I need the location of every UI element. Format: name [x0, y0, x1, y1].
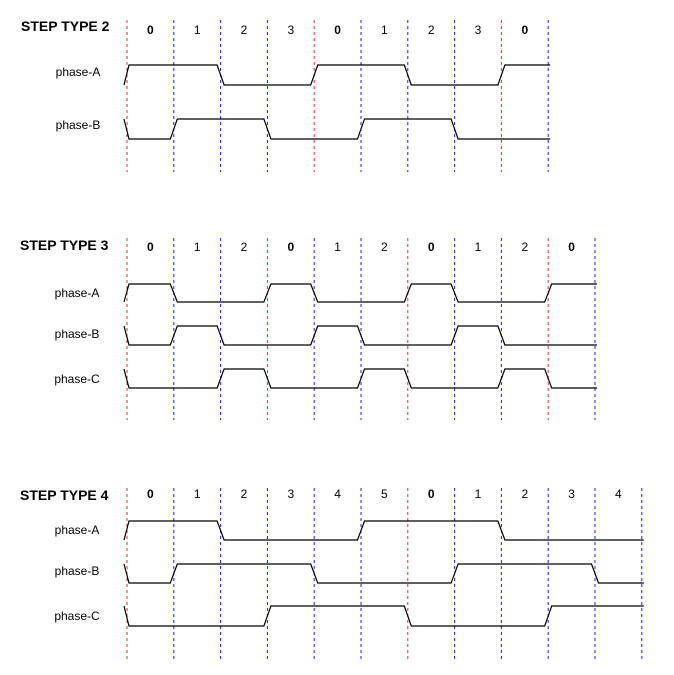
step-number-label: 0 [427, 487, 435, 501]
phase-waveform [123, 563, 644, 584]
phase-waveform [123, 64, 551, 86]
phase-label: phase-B [54, 564, 100, 578]
panel-title: STEP TYPE 2 [21, 18, 110, 34]
phase-waveform [123, 368, 597, 389]
step-number-label: 3 [474, 23, 482, 37]
step-number-label: 2 [240, 23, 248, 37]
phase-label: phase-B [55, 118, 101, 132]
phase-waveform [123, 520, 644, 541]
panel-title: STEP TYPE 3 [20, 237, 109, 253]
step-number-label: 0 [334, 23, 341, 37]
phase-label: phase-C [54, 609, 100, 623]
step-number-label: 0 [568, 240, 575, 254]
step-number-label: 1 [474, 240, 482, 254]
step-number-label: 0 [287, 240, 295, 254]
step-number-label: 0 [147, 487, 154, 501]
phase-label: phase-A [55, 65, 101, 79]
step-number-label: 0 [427, 240, 435, 254]
panel-title: STEP TYPE 4 [20, 487, 109, 503]
step-number-label: 2 [381, 240, 388, 254]
step-number-label: 0 [521, 23, 529, 37]
step-number-label: 2 [521, 487, 529, 501]
step-number-label: 0 [147, 23, 154, 37]
phase-label: phase-C [54, 372, 100, 386]
step-number-label: 1 [474, 487, 482, 501]
step-number-label: 4 [615, 487, 622, 501]
step-number-label: 5 [381, 487, 388, 501]
phase-label: phase-A [54, 523, 100, 537]
step-number-label: 1 [381, 23, 388, 37]
step-number-label: 0 [147, 240, 154, 254]
phase-waveform [123, 283, 597, 303]
step-number-label: 3 [568, 487, 575, 501]
step-number-label: 2 [240, 487, 248, 501]
step-number-label: 4 [334, 487, 341, 501]
step-number-label: 2 [240, 240, 248, 254]
phase-waveform [123, 118, 551, 140]
step-number-label: 2 [521, 240, 529, 254]
phase-label: phase-A [54, 286, 100, 300]
step-number-label: 3 [287, 487, 295, 501]
phase-label: phase-B [54, 327, 100, 341]
step-number-label: 1 [193, 240, 201, 254]
step-number-label: 1 [193, 23, 201, 37]
step-number-label: 2 [427, 23, 435, 37]
step-number-label: 1 [334, 240, 341, 254]
step-number-label: 3 [287, 23, 295, 37]
step-number-label: 1 [193, 487, 201, 501]
phase-waveform [123, 325, 597, 346]
phase-waveform [123, 605, 644, 627]
